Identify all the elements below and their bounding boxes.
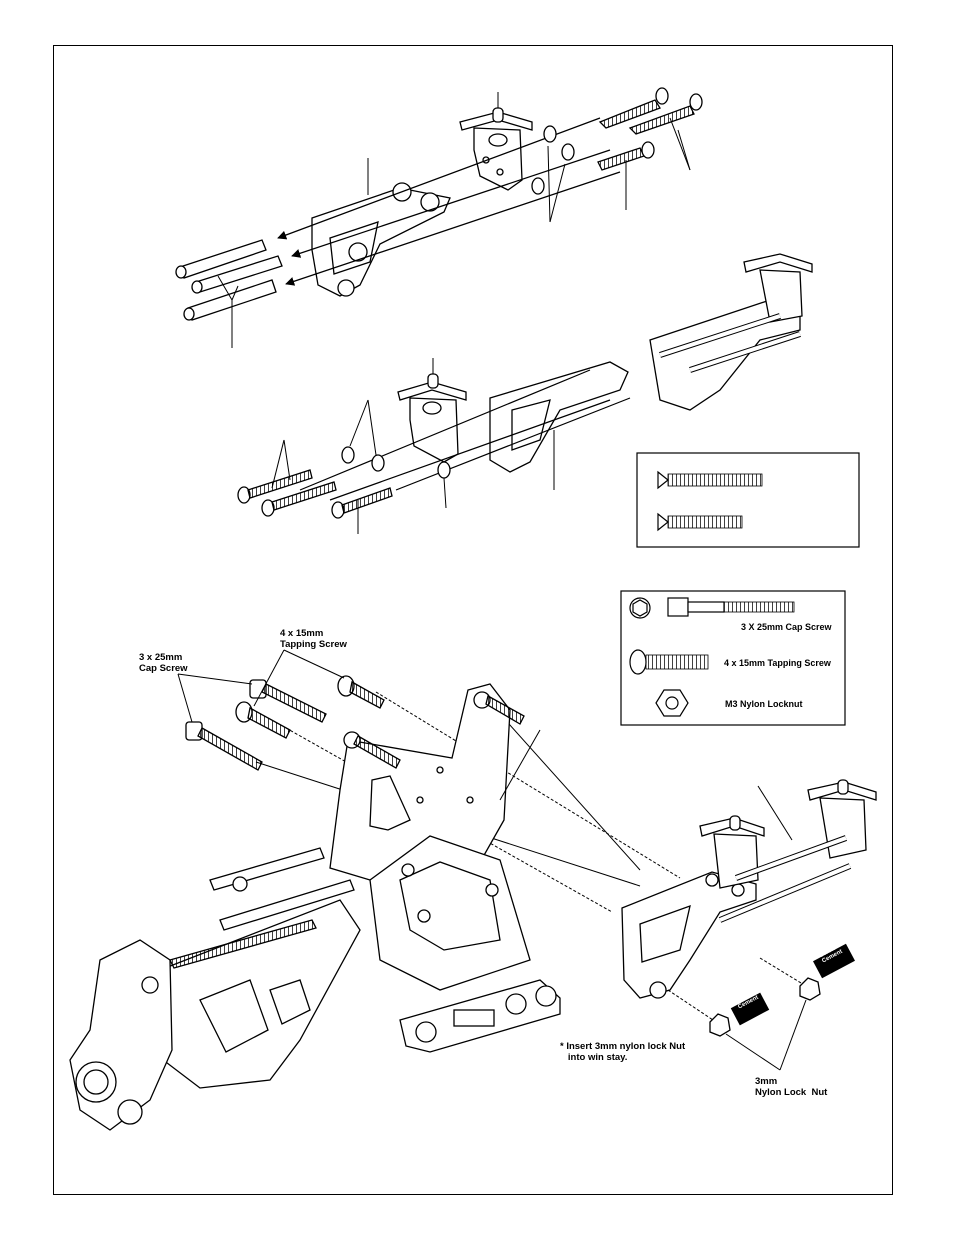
cap-screw-callout: 3 x 25mm Cap Screw (139, 652, 188, 674)
wing-mount-bracket-middle (398, 358, 466, 462)
cap-screws-bottom (178, 674, 326, 770)
screw-size-box (637, 453, 859, 547)
legend-cap-screw-label: 3 X 25mm Cap Screw (741, 622, 832, 632)
top-wing-stay-exploded (176, 88, 702, 348)
support-rods-top (176, 240, 282, 348)
hub-carrier (70, 940, 172, 1130)
rear-bulkhead-bar (400, 980, 560, 1052)
tapping-screws-top (598, 88, 702, 210)
wing-mount-bracket-top (460, 92, 532, 190)
nylon-lock-nut-callout: 3mm Nylon Lock Nut (755, 1076, 827, 1098)
insert-nut-note: * Insert 3mm nylon lock Nut into win sta… (560, 1041, 685, 1063)
wing-stay-assembled-long (490, 254, 812, 472)
legend-tapping-screw-label: 4 x 15mm Tapping Screw (724, 658, 831, 668)
legend-locknut-label: M3 Nylon Locknut (725, 699, 803, 709)
tapping-screws-middle (238, 440, 392, 534)
suspension-arm (150, 900, 360, 1088)
tapping-screw-callout: 4 x 15mm Tapping Screw (280, 628, 347, 650)
